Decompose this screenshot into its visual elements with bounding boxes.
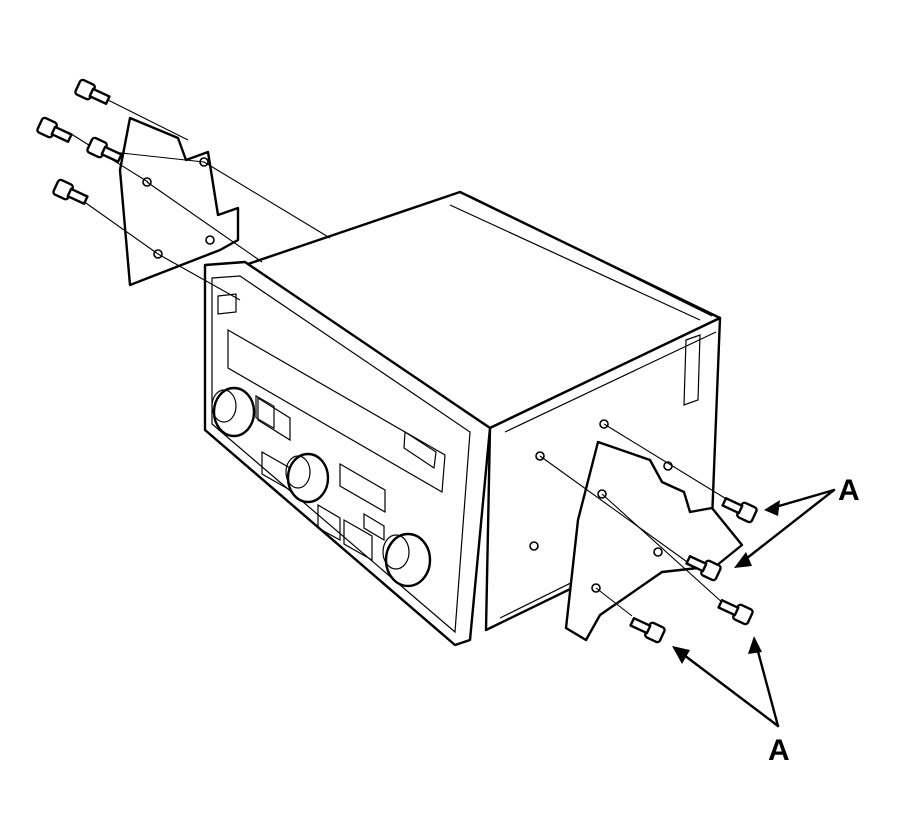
bolt-icon <box>86 136 123 163</box>
callout-arrows <box>672 488 836 728</box>
bolt-icon <box>721 497 758 524</box>
callout-label: A <box>838 474 860 507</box>
bolt-icon <box>685 555 722 582</box>
bolt-icon <box>36 116 73 143</box>
alignment-lines <box>67 99 729 617</box>
bolt-icon <box>52 178 89 205</box>
bolt-icon <box>74 78 111 105</box>
callout-label: A <box>768 734 790 767</box>
left-bracket <box>118 116 240 287</box>
bolt-icon <box>629 617 666 644</box>
bolt-icon <box>717 599 754 626</box>
